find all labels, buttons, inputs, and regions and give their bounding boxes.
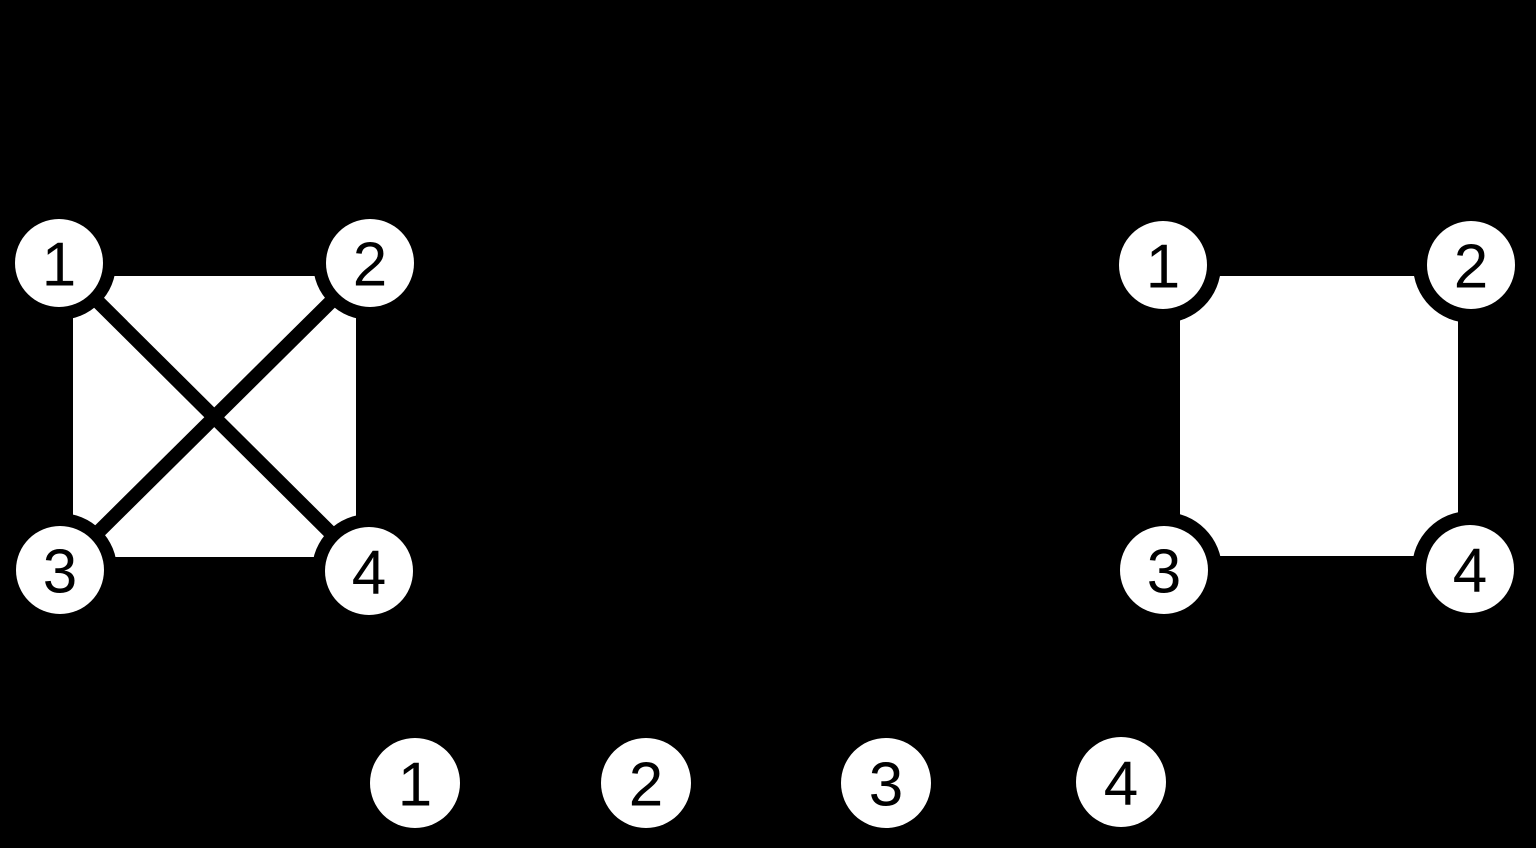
graph-node — [841, 738, 931, 828]
left-graph: 1 2 3 4 — [2, 206, 427, 628]
node-label: 4 — [352, 538, 386, 607]
graph-node — [325, 527, 413, 615]
graph-node — [601, 738, 691, 828]
node-label: 3 — [43, 537, 77, 606]
node-label: 4 — [1453, 536, 1487, 605]
graph-node — [1426, 525, 1514, 613]
node-label: 1 — [42, 230, 76, 299]
node-label: 1 — [1146, 232, 1180, 301]
face-rect — [1180, 276, 1458, 556]
graph-node — [1427, 221, 1515, 309]
node-label: 1 — [398, 750, 432, 819]
graph-node — [1119, 221, 1207, 309]
node-label: 3 — [1147, 537, 1181, 606]
isolated-nodes: 1 2 3 4 — [370, 737, 1166, 828]
graph-node — [326, 219, 414, 307]
node-label: 4 — [1104, 749, 1138, 818]
graph-node — [15, 219, 103, 307]
right-graph: 1 2 3 4 — [1105, 207, 1529, 628]
edge-line — [55, 258, 375, 575]
node-label: 2 — [353, 230, 387, 299]
graph-node — [16, 526, 104, 614]
graph-node — [1076, 737, 1166, 827]
node-label: 2 — [1454, 232, 1488, 301]
node-label: 3 — [869, 750, 903, 819]
graph-node — [1120, 526, 1208, 614]
node-label: 2 — [629, 750, 663, 819]
graph-node — [370, 738, 460, 828]
